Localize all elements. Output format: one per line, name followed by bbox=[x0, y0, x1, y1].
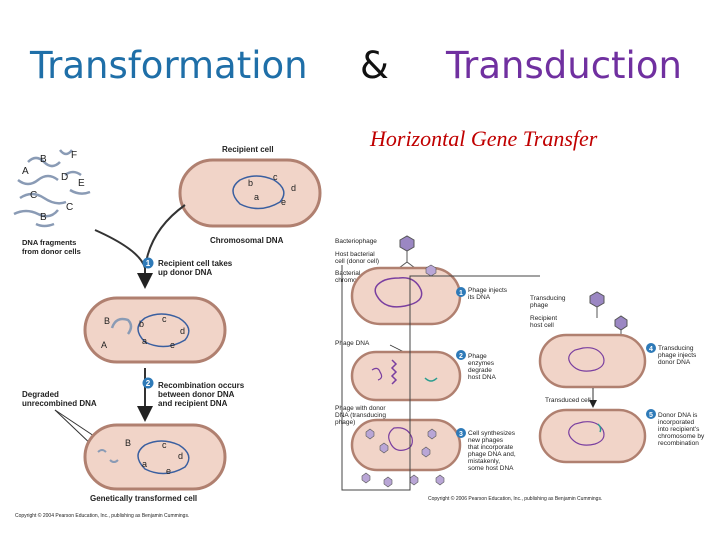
fragment-letter: C bbox=[30, 190, 37, 201]
transducing-phage-label: Transducing bbox=[530, 295, 566, 302]
phage-infected-cell bbox=[350, 350, 462, 402]
step2-number: 2 bbox=[146, 379, 151, 388]
degraded-dna-label: Degraded bbox=[22, 390, 59, 399]
cell3-letter: B bbox=[125, 438, 131, 448]
copyright-left: Copyright © 2004 Pearson Education, Inc.… bbox=[15, 512, 189, 519]
degraded-dna-label: unrecombined DNA bbox=[22, 399, 97, 408]
fragment-letter: B bbox=[40, 154, 47, 165]
recipient-host-label: host cell bbox=[530, 322, 554, 329]
step1-text: up donor DNA bbox=[158, 268, 212, 277]
td-step1-text: Phage injects bbox=[468, 287, 508, 294]
step1-number: 1 bbox=[146, 259, 151, 268]
bacteriophage-icon bbox=[398, 235, 416, 269]
cell2-letter: B bbox=[104, 316, 110, 326]
td-step4-text: donor DNA bbox=[658, 359, 691, 366]
td-step2-text: degrade bbox=[468, 367, 492, 374]
td-step4-text: Transducing bbox=[658, 345, 694, 352]
host-cell-label: cell (donor cell) bbox=[335, 258, 379, 265]
td-step3-text: Cell synthesizes bbox=[468, 430, 516, 437]
transformed-cell-label: Genetically transformed cell bbox=[90, 494, 197, 503]
title-transduction: Transduction bbox=[446, 44, 682, 87]
td-step1-number: 1 bbox=[459, 290, 463, 297]
td-step2-text: Phage bbox=[468, 353, 487, 360]
bacteriophage-label: Bacteriophage bbox=[335, 238, 377, 245]
copyright-right: Copyright © 2006 Pearson Education, Inc.… bbox=[428, 495, 602, 502]
td-step3-text: new phages bbox=[468, 437, 504, 444]
recipient-host-label: Recipient bbox=[530, 315, 557, 322]
fragment-letter: B bbox=[40, 212, 47, 223]
cell2-letter: e bbox=[170, 340, 175, 350]
cell2-letter: a bbox=[142, 336, 147, 346]
cell-letter: a bbox=[254, 192, 259, 202]
step2-text: between donor DNA bbox=[158, 390, 235, 399]
cell-letter: e bbox=[281, 197, 286, 207]
bacterial-chromosome-label: Bacterial bbox=[335, 270, 361, 277]
chromosomal-dna-label: Chromosomal DNA bbox=[210, 236, 284, 245]
phage-dna-label: Phage DNA bbox=[335, 340, 370, 347]
host-cell-label: Host bacterial bbox=[335, 251, 375, 258]
recipient-cell bbox=[178, 158, 322, 228]
td-step3-text: that incorporate bbox=[468, 444, 514, 451]
cell-letter: d bbox=[291, 183, 296, 193]
cell3-letter: d bbox=[178, 451, 183, 461]
cell2-letter: c bbox=[162, 314, 167, 324]
transduced-cell-label: Transduced cell bbox=[545, 397, 591, 404]
fragment-letter: F bbox=[71, 150, 77, 161]
released-phages bbox=[361, 472, 445, 488]
fragment-letter: A bbox=[22, 166, 29, 177]
td-step2-text: enzymes bbox=[468, 360, 495, 367]
dna-fragments-label: from donor cells bbox=[22, 247, 81, 256]
td-step3-text: phage DNA and, bbox=[468, 451, 516, 458]
recipient-cell-label: Recipient cell bbox=[222, 145, 274, 154]
td-step1-text: its DNA bbox=[468, 294, 491, 301]
title-transformation: Transformation bbox=[30, 44, 308, 87]
cell-letter: b bbox=[248, 178, 253, 188]
title-ampersand: & bbox=[360, 44, 389, 87]
fragment-letter: E bbox=[78, 178, 85, 189]
cell2-letter: A bbox=[101, 340, 107, 350]
transduced-cell bbox=[538, 408, 647, 464]
donor-host-cell bbox=[350, 264, 462, 326]
td-step4-text: phage injects bbox=[658, 352, 697, 359]
td-step5-text: incorporated bbox=[658, 419, 695, 426]
td-step3-text: mistakenly, bbox=[468, 458, 500, 465]
td-step3-text: some host DNA bbox=[468, 465, 514, 472]
transducing-phage-label: phage bbox=[530, 302, 548, 309]
td-step5-text: recombination bbox=[658, 440, 699, 447]
cell3-letter: c bbox=[162, 440, 167, 450]
dna-fragments-label: DNA fragments bbox=[22, 238, 76, 247]
td-step5-text: Donor DNA is bbox=[658, 412, 698, 419]
phage-with-donor-label: phage) bbox=[335, 419, 355, 426]
cell-letter: c bbox=[273, 172, 278, 182]
td-step5-number: 5 bbox=[649, 412, 653, 419]
phage-with-donor-label: Phage with donor bbox=[335, 405, 386, 412]
transformed-cell bbox=[83, 423, 227, 491]
step1-text: Recipient cell takes bbox=[158, 259, 233, 268]
bacterial-chromosome-label: chromosome bbox=[335, 277, 373, 284]
donor-dna-fragments bbox=[13, 149, 91, 228]
step2-text: Recombination occurs bbox=[158, 381, 245, 390]
td-step2-number: 2 bbox=[459, 353, 463, 360]
cell3-letter: e bbox=[166, 466, 171, 476]
fragment-letter: D bbox=[61, 172, 68, 183]
cell2-letter: d bbox=[180, 326, 185, 336]
td-step3-number: 3 bbox=[459, 431, 463, 438]
lysing-cell bbox=[350, 418, 462, 472]
td-step2-text: host DNA bbox=[468, 374, 496, 381]
cell-with-donor-dna bbox=[83, 296, 227, 364]
phage-with-donor-label: DNA (transducing bbox=[335, 412, 386, 419]
fragment-letter: C bbox=[66, 202, 73, 213]
td-step4-number: 4 bbox=[649, 346, 653, 353]
subtitle: Horizontal Gene Transfer bbox=[370, 126, 598, 151]
transducing-phage-icon bbox=[589, 291, 628, 340]
td-step5-text: chromosome by bbox=[658, 433, 705, 440]
cell2-letter: b bbox=[139, 319, 144, 329]
step2-text: and recipient DNA bbox=[158, 399, 228, 408]
recipient-host-cell bbox=[538, 333, 647, 389]
td-step5-text: into recipient's bbox=[658, 426, 700, 433]
cell3-letter: a bbox=[142, 459, 147, 469]
